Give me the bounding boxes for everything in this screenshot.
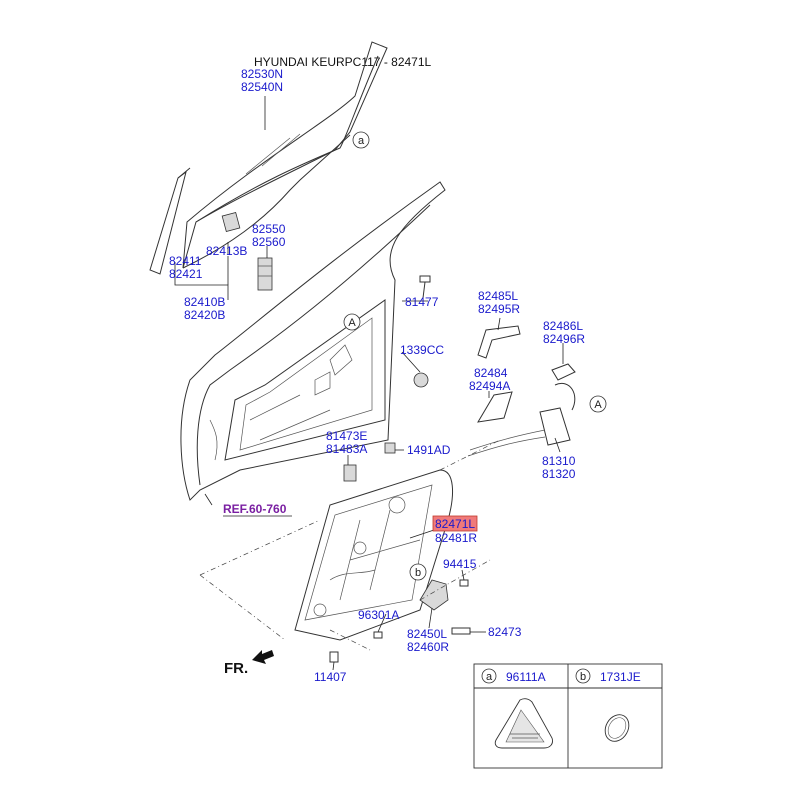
triangle-label-96111a (494, 698, 553, 749)
label-81320: 81320 (542, 467, 576, 481)
label-82450l: 82450L (407, 627, 447, 641)
front-arrow: FR. (224, 650, 274, 677)
label-82413b: 82413B (206, 244, 247, 258)
fastener-96301a (373, 631, 383, 639)
door-frame (180, 181, 446, 501)
callout-b-panel: b (409, 563, 427, 581)
legend-key-a: a (481, 668, 497, 684)
screw-81477 (419, 275, 431, 299)
bolt-94415 (459, 579, 469, 587)
latch-82484 (477, 391, 513, 423)
legend-part-a: 96111A (506, 670, 546, 684)
label-81473e: 81473E (326, 429, 367, 443)
label-94415: 94415 (443, 557, 477, 571)
run-channel (149, 167, 191, 275)
label-81477: 81477 (405, 295, 439, 309)
label-82420b: 82420B (184, 308, 225, 322)
label-82560: 82560 (252, 235, 286, 249)
bracket-81473e (343, 464, 357, 482)
label-82410b: 82410B (184, 295, 225, 309)
svg-text:a: a (358, 135, 365, 147)
svg-text:a: a (486, 671, 493, 683)
label-11407: 11407 (314, 670, 347, 684)
label-82540n: 82540N (241, 80, 283, 94)
legend-part-b: 1731JE (600, 670, 641, 684)
label-82530n: 82530N (241, 67, 283, 81)
dash-lines (199, 439, 501, 651)
legend-key-b: b (575, 668, 591, 684)
label-82495r: 82495R (478, 302, 520, 316)
label-82481r: 82481R (435, 531, 477, 545)
label-96301a: 96301A (358, 608, 399, 622)
clip-82413b (221, 211, 241, 233)
label-81483a: 81483A (326, 442, 367, 456)
nut-1339cc (413, 372, 429, 388)
bolt-82473 (451, 627, 471, 635)
svg-text:A: A (348, 317, 356, 329)
label-82460r: 82460R (407, 640, 449, 654)
latch-82485l (477, 325, 521, 359)
door-latch-81310 (467, 382, 576, 457)
svg-text:b: b (415, 567, 421, 579)
label-82496r: 82496R (543, 332, 585, 346)
label-82471l: 82471L (435, 517, 475, 531)
bracket-82550 (257, 257, 273, 291)
callout-A-frame: A (343, 313, 361, 331)
label-82484: 82484 (474, 366, 508, 380)
svg-text:b: b (580, 671, 586, 683)
latch-82486l (551, 363, 576, 381)
label-82411: 82411 (169, 254, 202, 268)
leader-lines (174, 96, 564, 671)
label-81310: 81310 (542, 454, 576, 468)
label-82486l: 82486L (543, 319, 583, 333)
label-ref: REF.60-760 (223, 502, 287, 516)
label-82473: 82473 (488, 625, 522, 639)
callout-a-glass: a (352, 131, 370, 149)
label-82494a: 82494A (469, 379, 510, 393)
motor-82450l (419, 579, 449, 611)
legend-box: a 96111A b 1731JE (473, 663, 663, 769)
bolt-11407 (329, 651, 339, 663)
label-1339cc: 1339CC (400, 343, 444, 357)
label-82485l: 82485L (478, 289, 518, 303)
highlight-82471l (432, 515, 478, 532)
callout-A-latch: A (589, 395, 607, 413)
label-1491ad: 1491AD (407, 443, 451, 457)
diagram-title: HYUNDAI KEURPC117 - 82471L (254, 55, 432, 69)
label-82550: 82550 (252, 222, 286, 236)
door-glass (182, 41, 388, 269)
plug-1731je (604, 714, 630, 742)
clip-1491ad (384, 442, 396, 454)
svg-text:A: A (594, 399, 602, 411)
label-fr: FR. (224, 660, 248, 677)
label-82421: 82421 (169, 267, 203, 281)
